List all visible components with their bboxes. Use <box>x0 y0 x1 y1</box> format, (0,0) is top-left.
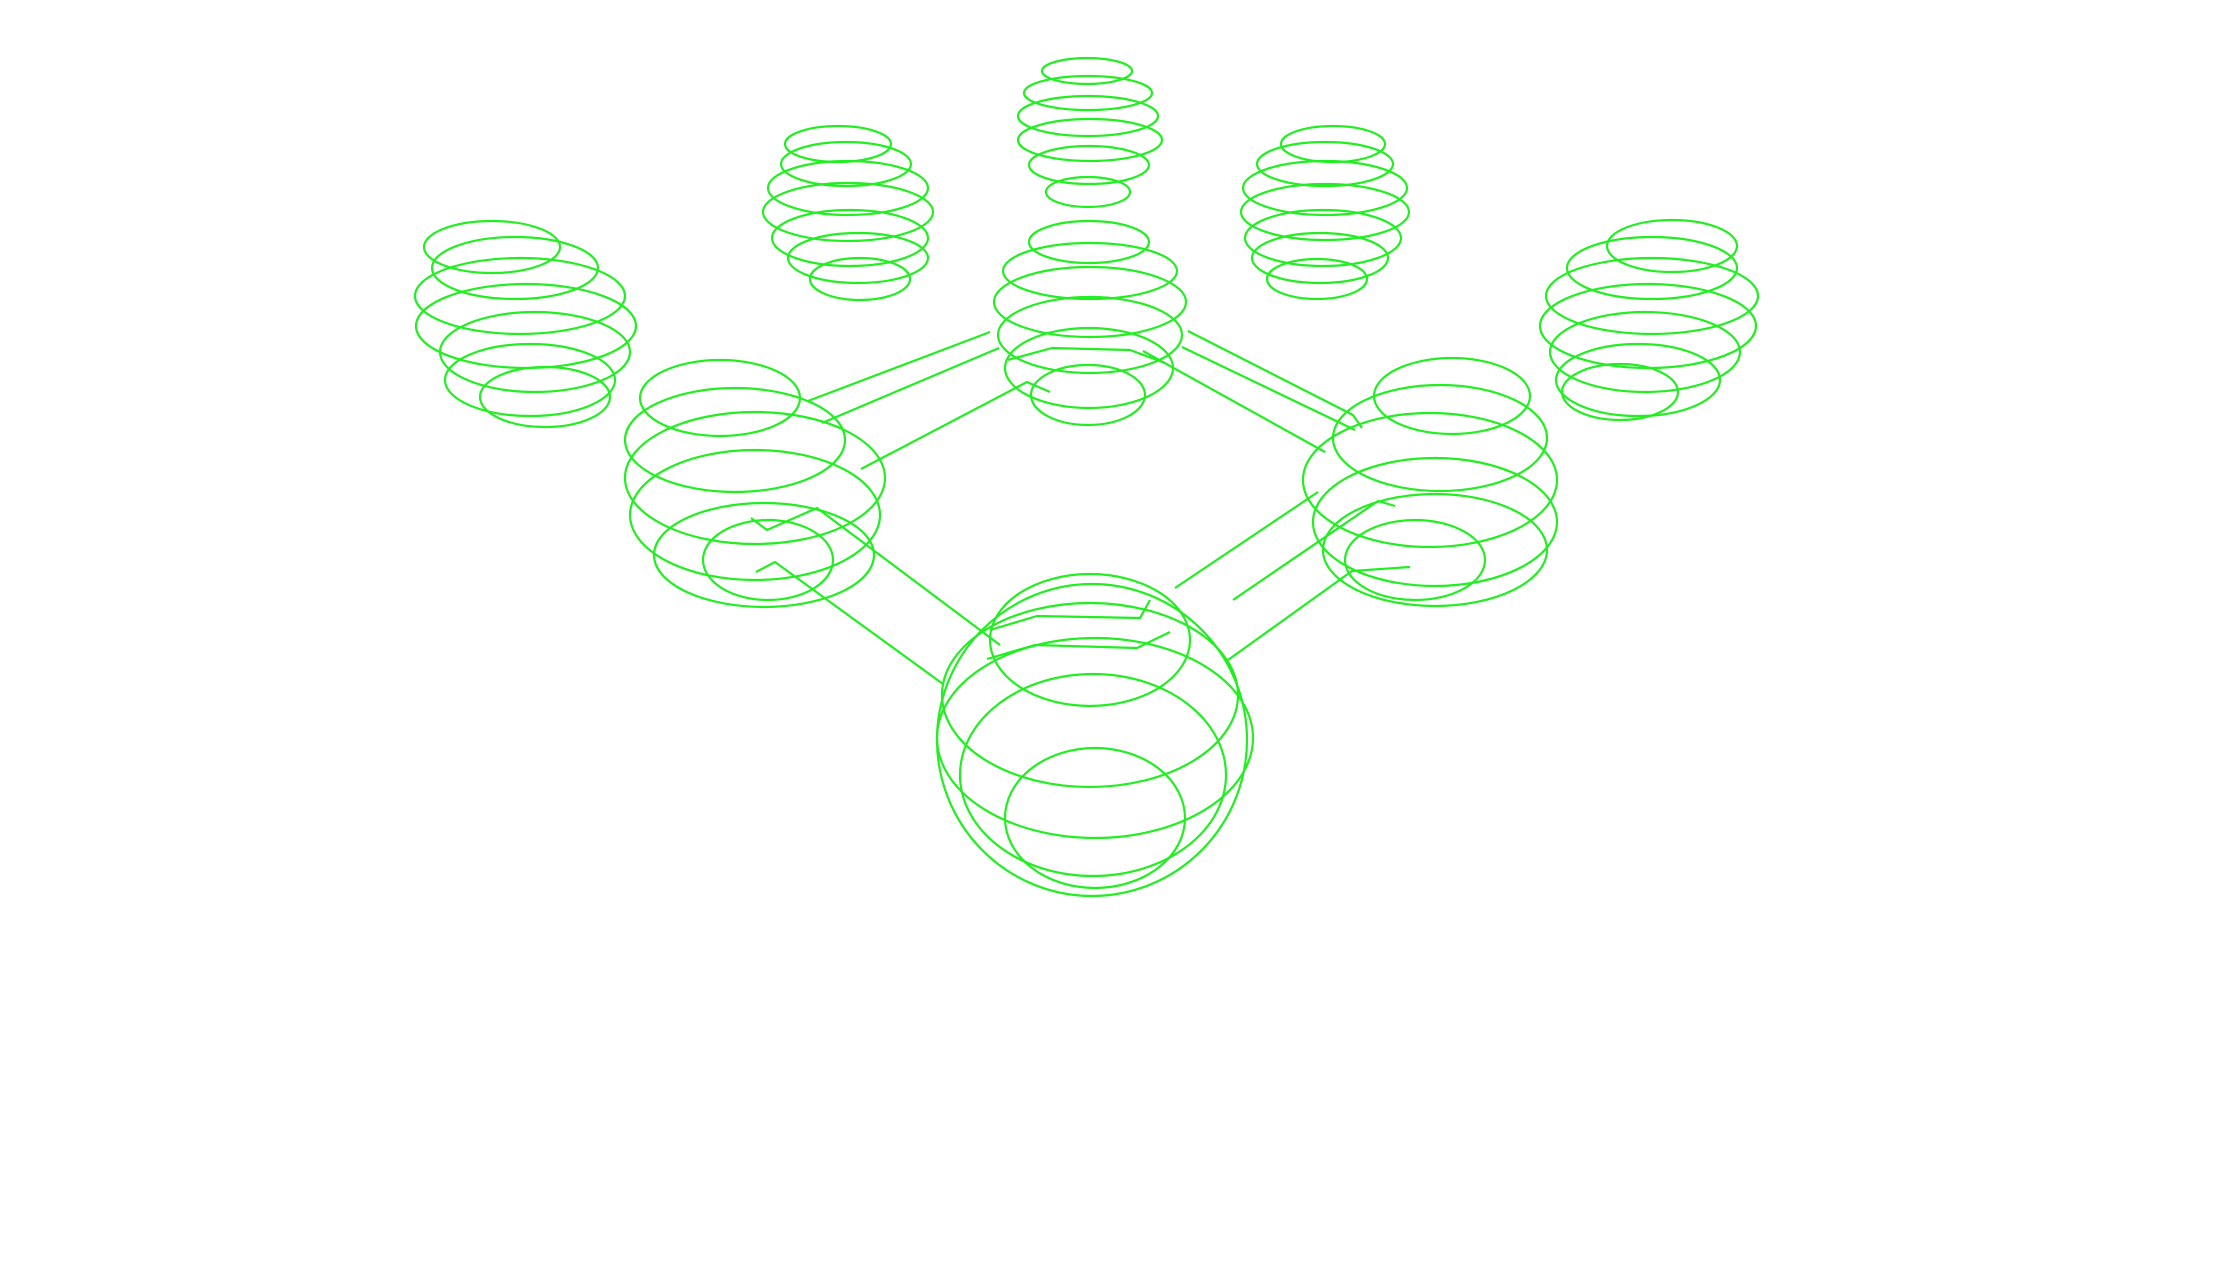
sphere-outer-left <box>761 124 935 302</box>
sphere-outer-top <box>1016 56 1164 209</box>
spheres <box>413 56 1760 898</box>
connector-cap-back <box>1007 346 1166 365</box>
sphere-ring-left <box>623 358 887 609</box>
sphere-outer-far-right <box>1538 218 1760 422</box>
connector-left-back <box>807 330 1051 470</box>
sphere-outer-right <box>1239 124 1411 301</box>
connector-bands <box>750 330 1411 685</box>
connector-front-right <box>1174 491 1411 661</box>
connector-front-left <box>750 506 1001 685</box>
sphere-ring-back <box>992 219 1188 427</box>
sphere-outer-far-left <box>413 219 638 429</box>
sphere-ring-right <box>1301 356 1559 608</box>
sphere-center-front <box>935 572 1255 898</box>
